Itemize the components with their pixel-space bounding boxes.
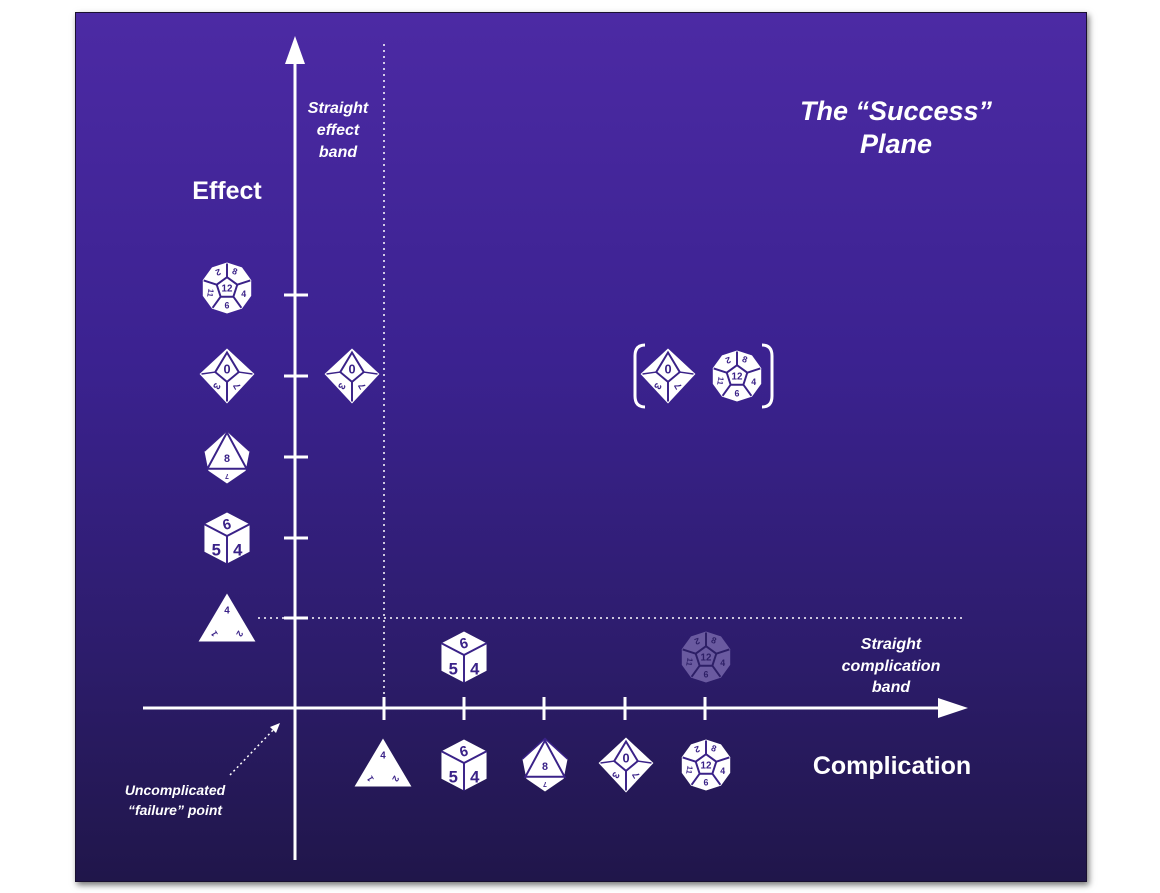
svg-text:8: 8: [231, 266, 239, 277]
svg-text:6: 6: [458, 743, 470, 761]
svg-text:2: 2: [234, 629, 245, 638]
svg-text:12: 12: [732, 371, 743, 382]
svg-text:6: 6: [704, 670, 709, 680]
svg-text:12: 12: [222, 283, 233, 294]
complication-band-label-2: complication: [842, 658, 941, 675]
y-axis-d12-die: 12 82 11 6 4: [202, 262, 252, 314]
svg-text:8: 8: [741, 354, 749, 365]
svg-text:3: 3: [210, 381, 223, 392]
x-axis-d8-die: 87: [521, 737, 569, 792]
complication-band-label-1: Straight: [861, 636, 922, 653]
x-axis-arrowhead: [938, 698, 968, 718]
effect-band-label-3: band: [319, 144, 358, 161]
svg-text:4: 4: [470, 659, 480, 678]
svg-text:4: 4: [720, 766, 725, 776]
svg-text:0: 0: [622, 751, 629, 766]
svg-text:7: 7: [672, 380, 685, 391]
y-axis-ticks: [284, 293, 308, 620]
svg-text:7: 7: [630, 769, 643, 780]
svg-text:8: 8: [224, 453, 230, 465]
failure-point-label-1: Uncomplicated: [125, 782, 226, 798]
failure-point-pointer: [229, 726, 277, 776]
x-axis-label: Complication: [813, 752, 971, 780]
svg-text:2: 2: [693, 636, 701, 647]
svg-text:1: 1: [365, 774, 376, 783]
svg-text:7: 7: [356, 380, 369, 391]
svg-text:4: 4: [380, 751, 386, 762]
svg-text:7: 7: [225, 472, 229, 479]
complication-band-label-3: band: [872, 679, 911, 696]
svg-text:6: 6: [458, 635, 470, 653]
svg-text:11: 11: [715, 376, 725, 386]
svg-text:0: 0: [223, 362, 230, 377]
y-axis-label: Effect: [192, 177, 262, 205]
svg-text:6: 6: [225, 301, 230, 311]
right-bracket: [761, 343, 774, 409]
effect-band-label-1: Straight: [308, 100, 369, 117]
svg-text:3: 3: [609, 770, 622, 781]
svg-text:4: 4: [751, 377, 756, 387]
complication-band-d12-faded-die: 12 82 11 6 4: [681, 631, 731, 683]
svg-text:11: 11: [205, 288, 215, 298]
svg-text:4: 4: [470, 767, 480, 786]
effect-band-label-2: effect: [317, 122, 360, 139]
title-line-2: Plane: [860, 129, 932, 159]
svg-text:5: 5: [449, 659, 458, 678]
svg-text:7: 7: [231, 380, 244, 391]
y-axis-d8-die: 87: [203, 429, 251, 484]
y-axis-d4-die: 4 1 2: [198, 593, 256, 642]
x-axis-ticks: [382, 697, 707, 720]
svg-text:1: 1: [209, 629, 220, 638]
pair-d12-die: 12 82 11 6 4: [712, 350, 762, 402]
title-line-1: The “Success”: [800, 96, 993, 126]
x-axis-d4-die: 4 1 2: [354, 738, 412, 787]
svg-text:0: 0: [348, 362, 355, 377]
svg-text:0: 0: [664, 362, 671, 377]
svg-text:4: 4: [224, 606, 230, 617]
svg-text:11: 11: [684, 765, 694, 775]
svg-text:5: 5: [212, 540, 221, 559]
svg-text:8: 8: [710, 635, 718, 646]
failure-point-arrowhead: [270, 723, 280, 733]
x-axis-d12-die: 12 82 11 6 4: [681, 739, 731, 791]
y-axis-arrowhead: [285, 36, 305, 64]
svg-text:2: 2: [724, 355, 732, 366]
svg-text:6: 6: [735, 389, 740, 399]
svg-text:12: 12: [701, 760, 712, 771]
svg-text:2: 2: [390, 774, 401, 783]
svg-text:3: 3: [335, 381, 348, 392]
svg-text:7: 7: [543, 780, 547, 787]
svg-text:8: 8: [710, 743, 718, 754]
svg-text:2: 2: [214, 267, 222, 278]
svg-text:8: 8: [542, 761, 548, 773]
svg-text:12: 12: [701, 652, 712, 663]
svg-text:6: 6: [704, 778, 709, 788]
svg-text:5: 5: [449, 767, 458, 786]
left-bracket: [633, 343, 646, 409]
svg-text:11: 11: [684, 657, 694, 667]
failure-point-label-2: “failure” point: [128, 802, 223, 818]
svg-text:4: 4: [241, 289, 246, 299]
svg-text:2: 2: [693, 744, 701, 755]
svg-text:4: 4: [233, 540, 243, 559]
svg-text:4: 4: [720, 658, 725, 668]
svg-text:6: 6: [221, 516, 233, 534]
svg-text:3: 3: [651, 381, 664, 392]
